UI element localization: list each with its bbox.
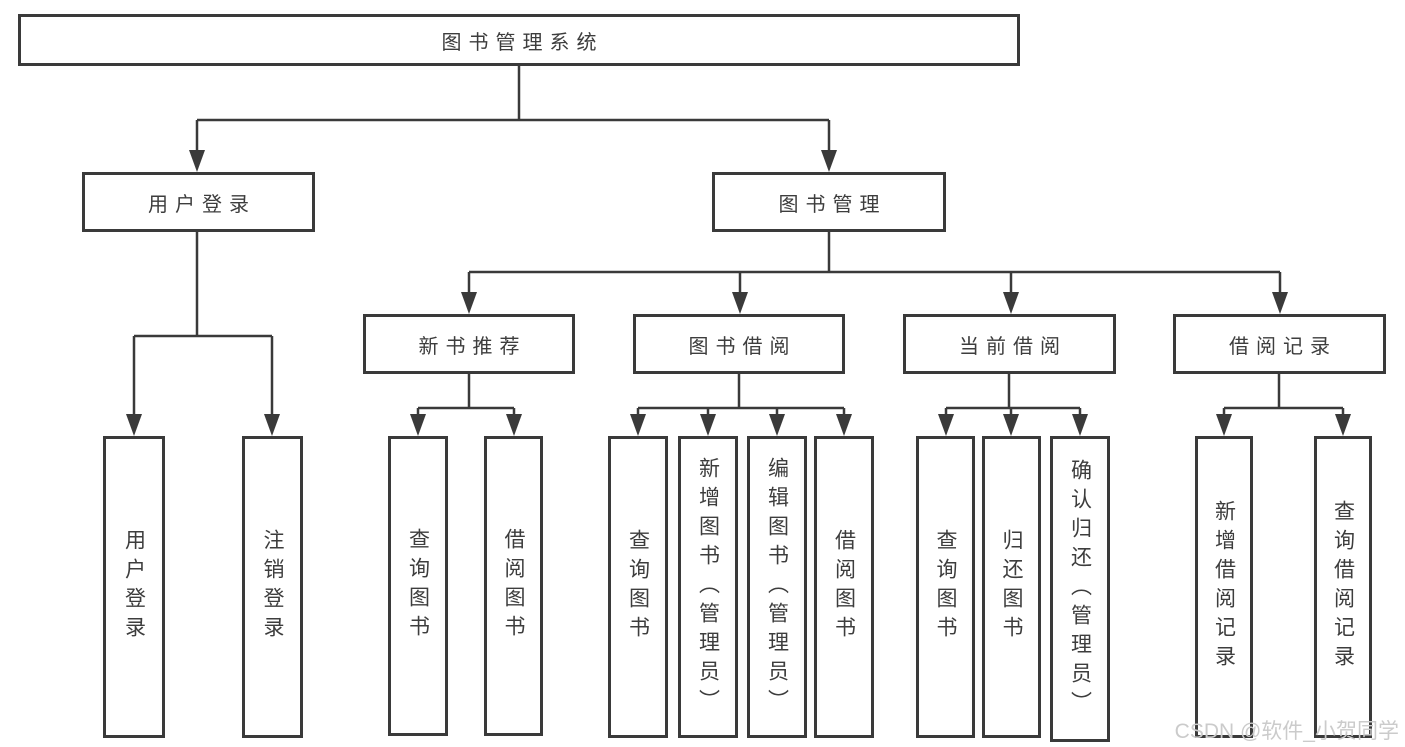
node-book-management-label: 图书管理: [778, 193, 887, 216]
leaf-query-borrow-record: 查询借阅记录: [1314, 436, 1372, 738]
leaf-query-books-current-label: 查询图书: [934, 529, 957, 645]
leaf-confirm-return-admin-label: 确认归还（管理员）: [1068, 458, 1092, 720]
node-book-management: 图书管理: [712, 172, 946, 232]
leaf-borrow-books-label: 借阅图书: [832, 529, 856, 645]
leaf-user-login: 用户登录: [103, 436, 165, 738]
node-current-borrow: 当前借阅: [903, 314, 1116, 374]
leaf-borrow-books: 借阅图书: [814, 436, 874, 738]
node-root-label: 图书管理系统: [441, 31, 604, 54]
leaf-query-books-borrow-label: 查询图书: [626, 529, 650, 645]
leaf-add-books-admin-label: 新增图书（管理员）: [696, 456, 720, 718]
leaf-edit-books-admin-label: 编辑图书（管理员）: [765, 456, 789, 718]
leaf-borrow-books-recommend-label: 借阅图书: [502, 528, 525, 644]
leaf-query-books-recommend: 查询图书: [388, 436, 448, 736]
arrowheads: [126, 150, 1351, 436]
node-user-login: 用户登录: [82, 172, 315, 232]
connector-paths: [132, 66, 1345, 417]
node-user-login-label: 用户登录: [148, 193, 256, 216]
leaf-logout: 注销登录: [242, 436, 303, 738]
leaf-return-books: 归还图书: [982, 436, 1041, 738]
node-current-borrow-label: 当前借阅: [959, 335, 1067, 358]
node-root: 图书管理系统: [18, 14, 1020, 66]
leaf-return-books-label: 归还图书: [1000, 529, 1023, 645]
leaf-query-books-recommend-label: 查询图书: [406, 528, 430, 644]
leaf-logout-label: 注销登录: [261, 529, 284, 645]
node-new-book-recommend: 新书推荐: [363, 314, 575, 374]
node-book-borrow-label: 图书借阅: [688, 335, 797, 358]
leaf-query-books-borrow: 查询图书: [608, 436, 668, 738]
leaf-user-login-label: 用户登录: [122, 529, 146, 645]
node-borrow-records-label: 借阅记录: [1229, 335, 1337, 358]
leaf-query-books-current: 查询图书: [916, 436, 975, 738]
leaf-query-borrow-record-label: 查询借阅记录: [1331, 500, 1355, 674]
leaf-add-borrow-record: 新增借阅记录: [1195, 436, 1253, 738]
node-new-book-recommend-label: 新书推荐: [418, 335, 527, 358]
node-borrow-records: 借阅记录: [1173, 314, 1386, 374]
leaf-borrow-books-recommend: 借阅图书: [484, 436, 543, 736]
leaf-add-books-admin: 新增图书（管理员）: [678, 436, 738, 738]
csdn-watermark: CSDN @软件_小贺同学: [1174, 720, 1399, 743]
leaf-confirm-return-admin: 确认归还（管理员）: [1050, 436, 1110, 742]
leaf-add-borrow-record-label: 新增借阅记录: [1212, 500, 1236, 674]
node-book-borrow: 图书借阅: [633, 314, 845, 374]
leaf-edit-books-admin: 编辑图书（管理员）: [747, 436, 807, 738]
